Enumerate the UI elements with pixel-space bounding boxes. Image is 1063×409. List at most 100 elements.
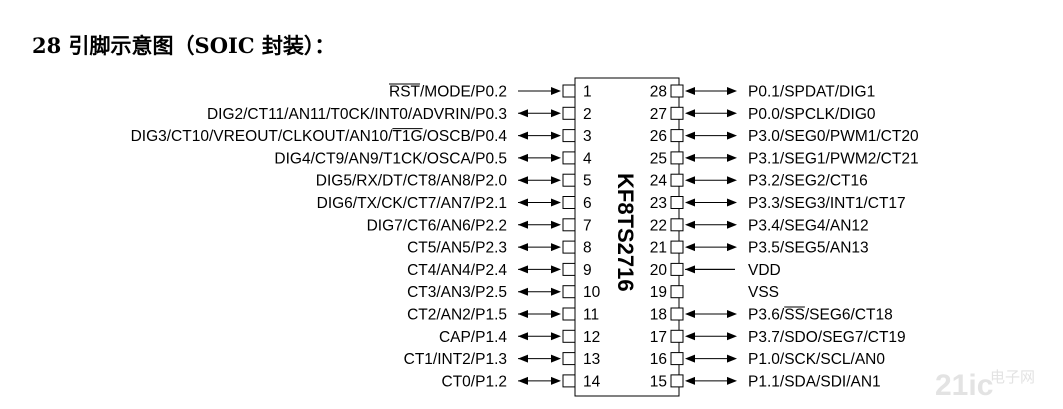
- arrow-head: [685, 376, 695, 385]
- arrow-head: [518, 109, 528, 118]
- pin-pad-right: [670, 196, 684, 209]
- pin-label-right: P0.1/SPDAT/DIG1: [748, 84, 875, 101]
- watermark: 21ic 电子网: [935, 368, 1035, 402]
- pin-label-left: DIG4/CT9/AN9/T1CK/OSCA/P0.5: [274, 150, 507, 167]
- pin-label-left: CT0/P1.2: [442, 373, 507, 390]
- pin-number-left: 9: [583, 262, 592, 279]
- pin-pad-right: [670, 285, 684, 299]
- arrow-head: [727, 354, 737, 363]
- arrow-head: [727, 376, 737, 385]
- arrow-head: [551, 220, 561, 229]
- arrow-head: [551, 265, 561, 274]
- arrow-head: [551, 176, 561, 185]
- pin-pad-right: [670, 106, 684, 120]
- arrow-head: [551, 354, 561, 363]
- arrow-head: [551, 243, 561, 252]
- pin-number-left: 11: [583, 307, 599, 324]
- watermark-logo: 21ic: [935, 369, 993, 402]
- pin-pad-right: [670, 173, 684, 187]
- pin-label-right: P3.0/SEG0/PWM1/CT20: [748, 128, 919, 145]
- pin-number-right: 17: [650, 329, 667, 346]
- arrow-head: [518, 176, 528, 185]
- arrow-head: [685, 220, 695, 229]
- arrow-head: [727, 332, 737, 341]
- pin-number-left: 1: [583, 84, 592, 101]
- pin-label-left: CT5/AN5/P2.3: [407, 240, 507, 257]
- pin-number-right: 28: [650, 84, 667, 101]
- pin-pad-left: [562, 173, 576, 187]
- pin-label-left: CT1/INT2/P1.3: [404, 351, 507, 368]
- arrow-head: [518, 332, 528, 341]
- arrow-head: [551, 109, 561, 118]
- arrow-head: [518, 220, 528, 229]
- pin-label-right: P3.5/SEG5/AN13: [748, 240, 869, 257]
- pin-label-left: DIG6/TX/CK/CT7/AN7/P2.1: [317, 195, 507, 212]
- pin-number-left: 2: [583, 106, 592, 123]
- arrow-head: [685, 87, 695, 95]
- pin-number-right: 18: [650, 307, 667, 324]
- pin-pad-left: [562, 196, 576, 209]
- pin-number-right: 20: [650, 262, 668, 279]
- pin-pad-right: [670, 84, 684, 98]
- pin-pad-left: [562, 106, 576, 120]
- pin-number-right: 21: [650, 240, 667, 257]
- arrow-head: [685, 243, 695, 252]
- pin-label-left: CT3/AN3/P2.5: [407, 284, 507, 301]
- arrow-head: [727, 153, 737, 162]
- arrow-head: [727, 109, 737, 118]
- pin-pad-left: [562, 240, 576, 254]
- arrow-head: [727, 310, 737, 318]
- pin-label-right: P1.1/SDA/SDI/AN1: [748, 373, 881, 390]
- pin-number-right: 26: [650, 128, 667, 145]
- pin-pad-left: [562, 129, 576, 143]
- arrow-head: [551, 131, 561, 140]
- arrow-head: [518, 153, 528, 162]
- arrow-head: [551, 87, 561, 95]
- arrow-head: [685, 109, 695, 118]
- pin-label-right: P1.0/SCK/SCL/AN0: [748, 351, 885, 368]
- arrow-head: [518, 243, 528, 252]
- arrow-head: [685, 198, 695, 207]
- arrow-head: [685, 310, 695, 318]
- pin-pad-left: [562, 352, 576, 366]
- pin-pad-left: [562, 151, 576, 165]
- arrow-head: [518, 265, 528, 274]
- watermark-text: 电子网: [990, 368, 1035, 386]
- pin-pad-right: [670, 129, 684, 143]
- arrow-head: [518, 376, 528, 385]
- pin-label-left: DIG2/CT11/AN11/T0CK/INT0/ADVRIN/P0.3: [207, 106, 507, 123]
- arrow-head: [727, 220, 737, 229]
- pin-label-right: P3.3/SEG3/INT1/CT17: [748, 195, 906, 212]
- pin-pad-left: [562, 307, 576, 321]
- pin-number-left: 6: [583, 195, 592, 212]
- pin-number-left: 4: [583, 150, 592, 167]
- chip-name: KF8TS2716: [613, 173, 638, 292]
- pin-pad-left: [562, 262, 576, 276]
- pin-number-right: 22: [650, 217, 667, 234]
- pin-pad-left: [562, 374, 576, 388]
- pin-pad-right: [670, 151, 684, 165]
- arrow-head: [518, 354, 528, 363]
- pin-pad-right: [670, 307, 684, 321]
- pin-label-right: P3.2/SEG2/CT16: [748, 173, 868, 190]
- pin-number-right: 19: [650, 284, 667, 301]
- pin-pad-left: [562, 84, 576, 98]
- pin-label-left: CAP/P1.4: [439, 329, 507, 346]
- pin-number-right: 27: [650, 106, 667, 123]
- pin-number-left: 5: [583, 173, 592, 190]
- pin-label-left: CT2/AN2/P1.5: [407, 307, 507, 324]
- pin-number-left: 10: [583, 284, 601, 301]
- arrow-head: [551, 376, 561, 385]
- arrow-head: [685, 153, 695, 162]
- pin-pad-left: [562, 218, 576, 232]
- arrow-head: [551, 310, 561, 318]
- arrow-head: [518, 131, 528, 140]
- pin-label-left: DIG5/RX/DT/CT8/AN8/P2.0: [316, 173, 508, 190]
- arrow-head: [727, 176, 737, 185]
- arrow-head: [518, 310, 528, 318]
- pin-label-right: VSS: [748, 284, 779, 301]
- pin-pad-right: [670, 374, 684, 388]
- pin-label-right: P3.7/SDO/SEG7/CT19: [748, 329, 906, 346]
- pin-number-left: 13: [583, 351, 600, 368]
